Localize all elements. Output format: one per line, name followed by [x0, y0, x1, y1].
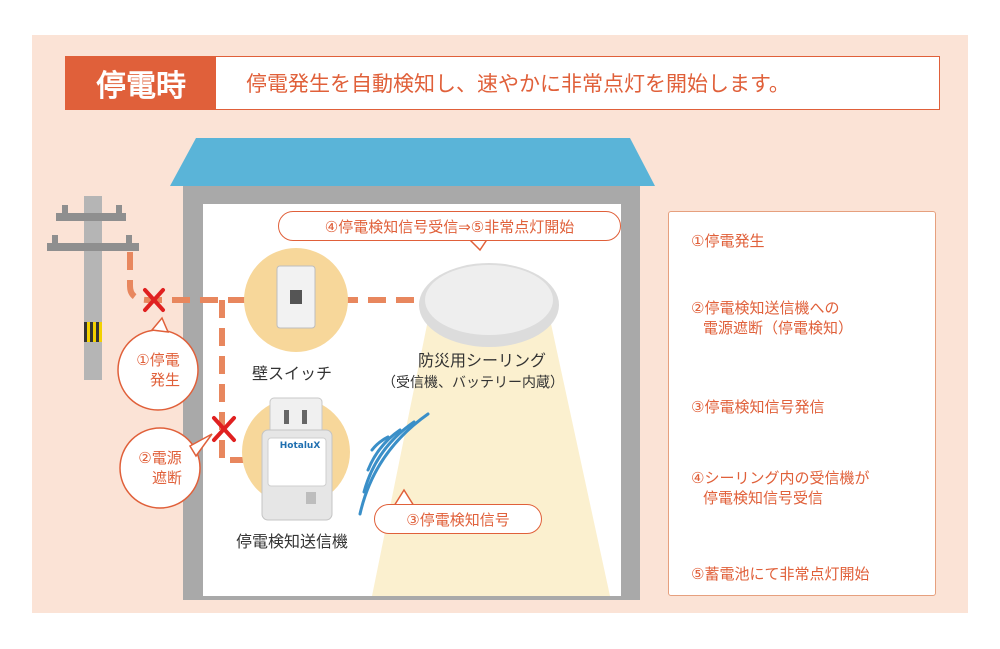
outage-line-2: 発生 — [149, 371, 180, 389]
step-3: ③停電検知信号発信 — [691, 398, 825, 416]
signal-wave-icon — [358, 412, 430, 516]
steps-panel: ①停電発生 ②停電検知送信機への 電源遮断（停電検知） ③停電検知信号発信 ④シ… — [668, 211, 936, 596]
step-1: ①停電発生 — [691, 232, 765, 250]
step-5: ⑤蓄電池にて非常点灯開始 — [691, 565, 870, 583]
wall-switch-icon — [244, 248, 348, 352]
power-wiring — [127, 252, 430, 463]
wall-switch-label: 壁スイッチ — [252, 364, 333, 383]
cut-line-2: 遮断 — [151, 469, 182, 487]
cut-mark-icon — [143, 288, 236, 442]
cut-line-1: ②電源 — [138, 449, 182, 467]
outage-line-1: ①停電 — [136, 351, 180, 369]
header-banner: 停電時 停電発生を自動検知し、速やかに非常点灯を開始します。 — [65, 56, 940, 110]
device-brand: HotaluX — [279, 441, 321, 451]
ceiling-title: 防災用シーリング — [418, 351, 547, 370]
banner-label: 停電時 — [66, 57, 216, 109]
step-4-line-2: 停電検知信号受信 — [703, 489, 824, 507]
step-2-line-1: ②停電検知送信機への — [691, 299, 840, 317]
receive-signal-bubble: ④停電検知信号受信⇒⑤非常点灯開始 — [278, 211, 621, 241]
signal-bubble: ③停電検知信号 — [374, 504, 542, 534]
step-4-line-1: ④シーリング内の受信機が — [691, 469, 870, 487]
banner-text: 停電発生を自動検知し、速やかに非常点灯を開始します。 — [246, 72, 790, 96]
cut-callout-text: ②電源 遮断 — [124, 448, 196, 488]
ceiling-subtitle: （受信機、バッテリー内蔵） — [382, 375, 564, 391]
transmitter-icon — [242, 397, 350, 521]
outage-callout-text: ①停電 発生 — [122, 350, 194, 390]
utility-pole-icon — [47, 196, 139, 380]
step-2-line-2: 電源遮断（停電検知） — [703, 319, 854, 337]
transmitter-label: 停電検知送信機 — [236, 532, 349, 551]
cut-callout — [119, 427, 201, 509]
ceiling-light-icon — [419, 263, 559, 347]
